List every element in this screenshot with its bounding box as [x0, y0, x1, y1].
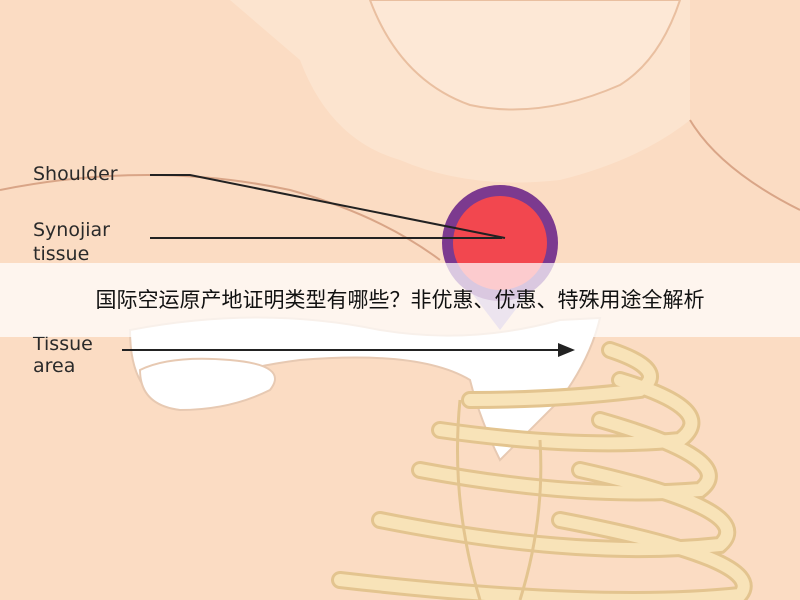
scapula-head	[138, 357, 276, 412]
label-tissue-line1: Tissue	[33, 333, 93, 355]
banner-title: 国际空运原产地证明类型有哪些？非优惠、优惠、特殊用途全解析	[95, 288, 705, 312]
title-banner	[0, 263, 800, 337]
label-tissue-line2: area	[33, 355, 76, 377]
right-neck-contour	[689, 119, 800, 211]
rib-cage-fill	[334, 344, 750, 600]
tissue-arrowhead	[558, 343, 575, 357]
label-shoulder: Shoulder	[33, 163, 118, 185]
shoulder-contour	[0, 174, 441, 261]
sternum-line	[518, 439, 543, 600]
label-synovial-line2: tissue	[33, 243, 90, 265]
shoulder-leader-line	[150, 174, 506, 239]
spine-line	[456, 399, 482, 600]
jaw-contour	[368, 0, 682, 111]
label-synovial-line1: Synojiar	[33, 219, 110, 241]
